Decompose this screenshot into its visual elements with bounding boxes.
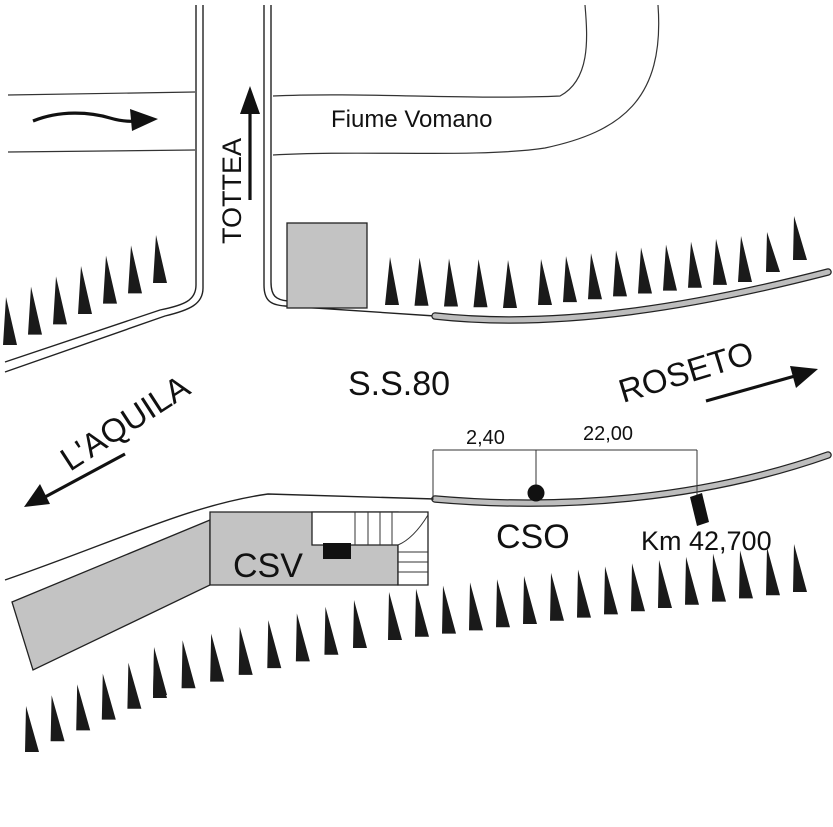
slope-hatch-icon xyxy=(638,247,652,294)
lower-curb-fill xyxy=(432,452,831,506)
slope-hatch-icon xyxy=(388,592,402,640)
slope-hatch-icon xyxy=(631,563,645,612)
slope-hatch-icon xyxy=(685,556,699,605)
slope-hatch-icon xyxy=(153,652,167,698)
slope-hatch-icon xyxy=(78,266,92,314)
river-bank-right-top xyxy=(272,4,588,98)
slope-hatch-icon xyxy=(101,673,116,720)
slope-hatch-icon xyxy=(538,259,552,305)
slope-hatch-icon xyxy=(50,695,65,742)
slope-hatch-icon xyxy=(28,286,42,335)
slope-hatch-icon xyxy=(414,257,429,306)
road-label: S.S.80 xyxy=(348,365,450,403)
slope-hatch-icon xyxy=(496,579,510,628)
dimension-label-2: 22,00 xyxy=(583,423,633,445)
river-banks xyxy=(7,4,660,156)
arrow-roseto-icon xyxy=(705,366,818,403)
slope-hatch-icon xyxy=(663,244,677,291)
slope-hatch-icon xyxy=(793,216,807,260)
csv-station-marker xyxy=(323,543,351,559)
slope-hatch-icon xyxy=(128,245,142,294)
lower-curb xyxy=(431,451,832,507)
slope-hatch-icon xyxy=(3,297,17,345)
tottea-road-left-edge-outer xyxy=(4,5,197,363)
tottea-road-right-edge-outer xyxy=(263,5,286,307)
slope-hatch-icon xyxy=(473,259,488,308)
slope-hatches xyxy=(3,216,807,752)
tottea-road-right-edge-inner xyxy=(270,5,289,302)
slope-hatch-icon xyxy=(127,662,142,709)
river-bank-left-top xyxy=(7,91,196,96)
slope-hatch-icon xyxy=(210,633,225,682)
ss80-lower-edge xyxy=(4,493,436,581)
slope-hatch-icon xyxy=(295,613,310,662)
slope-hatch-icon xyxy=(613,250,627,297)
tottea-road-left-edge-inner xyxy=(4,5,204,373)
slope-hatch-icon xyxy=(766,232,780,272)
river-label: Fiume Vomano xyxy=(331,106,492,133)
slope-hatch-icon xyxy=(550,572,564,621)
building-csv-annex xyxy=(311,511,429,586)
slope-hatch-icon xyxy=(267,620,282,669)
upper-curb xyxy=(431,268,832,324)
cso-label: CSO xyxy=(496,518,570,556)
slope-hatch-icon xyxy=(103,255,117,304)
river-bank-right-bottom xyxy=(272,4,660,156)
slope-hatch-icon xyxy=(415,588,429,637)
slope-hatch-icon xyxy=(324,606,339,655)
slope-hatch-icon xyxy=(738,236,752,282)
km-marker xyxy=(690,493,709,526)
slope-hatch-icon xyxy=(577,569,591,618)
slope-hatch-icon xyxy=(604,566,618,615)
tottea-road xyxy=(4,5,289,373)
slope-hatch-icon xyxy=(469,582,483,631)
building-southwest xyxy=(11,519,211,671)
slope-hatch-icon xyxy=(523,576,537,624)
slope-hatch-icon xyxy=(712,553,726,602)
slope-hatch-icon xyxy=(444,258,458,307)
slope-hatch-icon xyxy=(713,238,727,285)
slope-hatch-icon xyxy=(688,241,702,288)
slope-hatch-icon xyxy=(181,640,196,689)
slope-hatch-icon xyxy=(76,684,91,731)
sensor-dot-icon xyxy=(527,484,545,502)
slope-hatch-icon xyxy=(588,253,602,300)
building-north xyxy=(286,222,368,309)
slope-hatch-icon xyxy=(658,560,672,608)
upper-curb-fill xyxy=(432,269,831,323)
slope-hatch-icon xyxy=(25,706,39,752)
slope-hatch-icon xyxy=(353,600,367,648)
slope-hatch-icon xyxy=(238,626,253,675)
slope-hatch-icon xyxy=(53,276,67,325)
slope-hatch-icon xyxy=(442,585,456,634)
arrow-up-icon xyxy=(240,86,260,200)
tottea-label: TOTTEA xyxy=(217,138,247,244)
roseto-label: ROSETO xyxy=(614,334,758,410)
slope-hatch-icon xyxy=(766,547,780,596)
laquila-label: L'AQUILA xyxy=(54,367,196,477)
slope-hatch-icon xyxy=(739,550,753,599)
slope-hatch-icon xyxy=(153,235,167,283)
river-bank-left-bottom xyxy=(7,149,196,153)
slope-hatch-icon xyxy=(793,544,807,592)
arrow-right-icon xyxy=(32,109,158,131)
km-label: Km 42,700 xyxy=(641,526,772,556)
arrow-left-icon xyxy=(24,452,126,507)
slope-hatch-icon xyxy=(503,260,517,308)
dimension-label-1: 2,40 xyxy=(466,427,505,449)
csv-label: CSV xyxy=(233,547,303,585)
slope-hatch-icon xyxy=(563,256,577,303)
slope-hatch-icon xyxy=(385,257,399,305)
